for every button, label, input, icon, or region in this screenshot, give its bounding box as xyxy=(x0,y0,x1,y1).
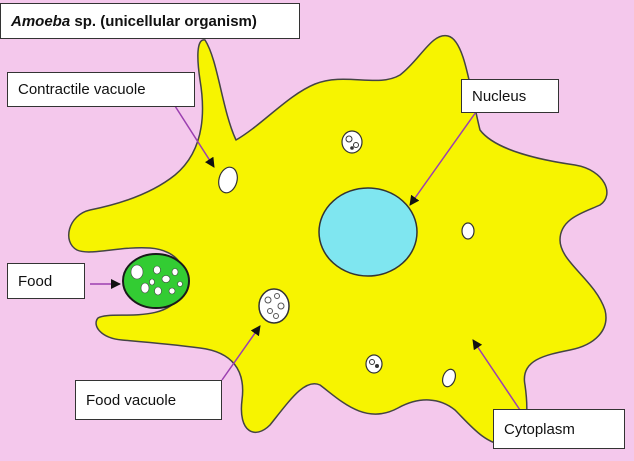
food-particle-specks xyxy=(130,264,183,296)
food-particle xyxy=(122,253,190,309)
diagram-title: Amoeba sp. (unicellular organism) xyxy=(0,3,300,39)
arrow-cytoplasm xyxy=(472,339,521,411)
clear-vacuole-bottom xyxy=(441,368,457,388)
label-nucleus: Nucleus xyxy=(461,79,559,113)
label-food: Food xyxy=(7,263,85,299)
clear-vacuole-right xyxy=(461,222,475,240)
nucleus-shape xyxy=(318,187,418,277)
food-vacuole-specks xyxy=(264,293,285,319)
label-food-vacuole: Food vacuole xyxy=(75,380,222,420)
arrow-contractile-vacuole xyxy=(174,105,215,168)
contractile-vacuole-shape xyxy=(218,166,238,194)
title-rest: sp. (unicellular organism) xyxy=(70,12,257,30)
label-cytoplasm: Cytoplasm xyxy=(493,409,625,449)
arrow-food-vacuole xyxy=(221,325,261,381)
arrow-nucleus xyxy=(409,111,477,206)
small-food-vacuole-bottom xyxy=(365,354,383,374)
small-food-vacuole-top xyxy=(341,130,363,154)
title-genus: Amoeba xyxy=(11,12,71,30)
label-contractile-vacuole: Contractile vacuole xyxy=(7,72,195,107)
